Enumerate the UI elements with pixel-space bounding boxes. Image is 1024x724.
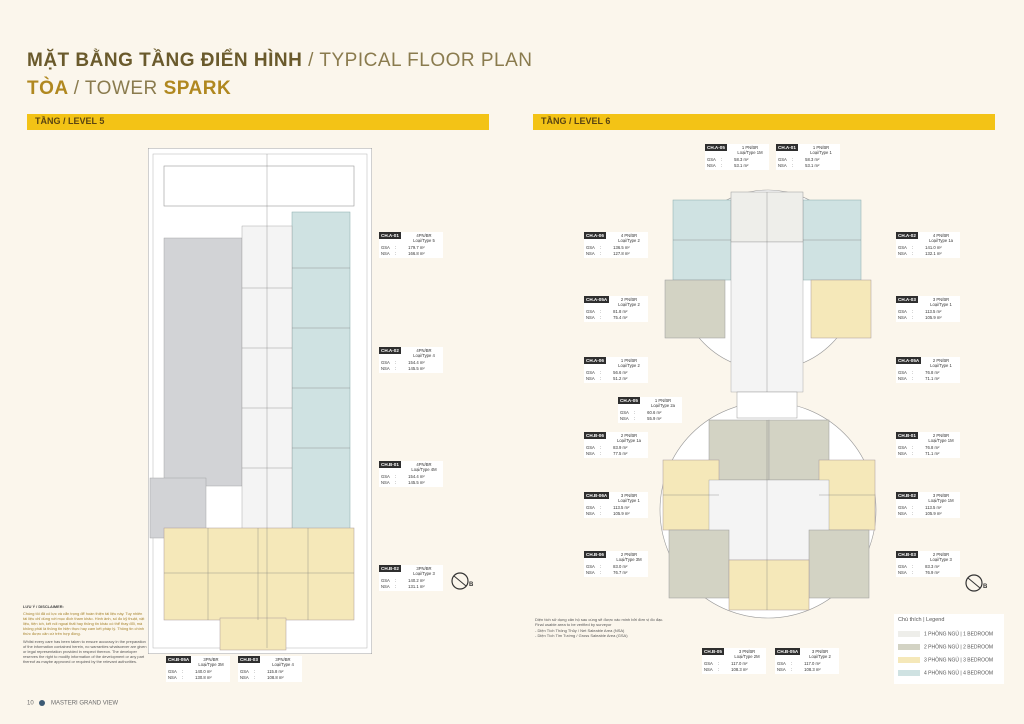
level6-floor-plan — [659, 189, 877, 619]
unit-card: CH.B-02 3 PN/BR Loại/Type 1M GSA:113.5 m… — [896, 492, 960, 518]
unit-card: CH.B-01 4PN/BR Loại/Type 4M GSA:154.4 m²… — [379, 461, 443, 487]
unit-card: CH.B-05A 3PN/BR Loại/Type 3M GSA:140.0 m… — [166, 656, 230, 682]
legend-item: 4 PHÒNG NGỦ | 4 BEDROOM — [898, 670, 993, 676]
unit-card: CH.B-05 3 PN/BR Loại/Type 2M GSA:117.0 m… — [702, 648, 766, 674]
unit-card: CH.B-02 3PN/BR Loại/Type 3 GSA:140.2 m² … — [379, 565, 443, 591]
brand-dot-icon — [39, 700, 46, 706]
swatch — [898, 644, 920, 650]
page-title: MẶT BẰNG TẦNG ĐIỂN HÌNH / TYPICAL FLOOR … — [27, 50, 533, 71]
tower-subtitle: TÒA / TOWER SPARK — [27, 78, 232, 99]
north-label: B — [983, 584, 988, 590]
unit-card: CH.A-06 4 PN/BR Loại/Type 2 GSA:136.5 m²… — [584, 232, 648, 258]
unit-card: CH.A-05 1 PN/BR Loại/Type 2a GSA:60.6 m²… — [618, 397, 682, 423]
unit-card: CH.B-05A 3 PN/BR Loại/Type 2 GSA:117.0 m… — [775, 648, 839, 674]
unit-card: CH.A-05A 2 PN/BR Loại/Type 1 GSA:76.8 m²… — [896, 357, 960, 383]
legend-item: 2 PHÒNG NGỦ | 2 BEDROOM — [898, 644, 993, 650]
level6-label: TẦNG / LEVEL 6 — [541, 116, 611, 126]
level5-header-bar: TẦNG / LEVEL 5 — [27, 114, 489, 130]
footer: 10 MASTERI GRAND VIEW — [27, 700, 118, 707]
disclaimer: LƯU Ý / DISCLAIMER: Chúng tôi đã cố lực … — [23, 604, 147, 664]
swatch — [898, 631, 920, 637]
unit-card: CH.A-05 1 PN/BR Loại/Type 1M GSA:58.3 m²… — [705, 144, 769, 170]
brand-name: MASTERI GRAND VIEW — [51, 700, 119, 707]
unit-card: CH.B-03 2 PN/BR Loại/Type 3 GSA:83.3 m² … — [896, 551, 960, 577]
legend: Chú thích | Legend 1 PHÒNG NGỦ | 1 BEDRO… — [894, 614, 1004, 684]
north-label: B — [469, 582, 474, 588]
area-note: Diện tích sử dụng căn hộ sau cùng sẽ đượ… — [535, 617, 664, 639]
unit-card: CH.B-03 3PN/BR Loại/Type 4 GSA:115.8 m² … — [238, 656, 302, 682]
level5-label: TẦNG / LEVEL 5 — [35, 116, 105, 126]
swatch — [898, 657, 920, 663]
level5-floor-plan — [148, 148, 372, 654]
unit-card: CH.B-06 2 PN/BR Loại/Type 3M GSA:83.0 m²… — [584, 551, 648, 577]
unit-card: CH.A-06 1 PN/BR Loại/Type 2 GSA:56.6 m² … — [584, 357, 648, 383]
unit-card: CH.B-06 2 PN/BR Loại/Type 1a GSA:83.9 m²… — [584, 432, 648, 458]
unit-card: CH.B-01 2 PN/BR Loại/Type 1M GSA:76.8 m²… — [896, 432, 960, 458]
swatch — [898, 670, 920, 676]
compass-icon: B — [451, 572, 474, 590]
legend-item: 3 PHÒNG NGỦ | 3 BEDROOM — [898, 657, 993, 663]
legend-item: 1 PHÒNG NGỦ | 1 BEDROOM — [898, 631, 993, 637]
level6-header-bar: TẦNG / LEVEL 6 — [533, 114, 995, 130]
legend-title: Chú thích | Legend — [898, 617, 945, 623]
compass-icon: B — [965, 574, 988, 592]
page-number: 10 — [27, 700, 34, 707]
unit-card: CH.A-02 4 PN/BR Loại/Type 1a GSA:141.0 m… — [896, 232, 960, 258]
unit-card: CH.A-01 4PN/BR Loại/Type 5 GSA:179.7 m² … — [379, 232, 443, 258]
unit-card: CH.A-03 3 PN/BR Loại/Type 1 GSA:113.5 m²… — [896, 296, 960, 322]
unit-card: CH.A-05A 2 PN/BR Loại/Type 2 GSA:81.8 m²… — [584, 296, 648, 322]
unit-card: CH.A-01 1 PN/BR Loại/Type 1 GSA:58.3 m² … — [776, 144, 840, 170]
unit-card: CH.B-06A 3 PN/BR Loại/Type 1 GSA:113.5 m… — [584, 492, 648, 518]
unit-card: CH.A-02 4PN/BR Loại/Type 4 GSA:154.4 m² … — [379, 347, 443, 373]
